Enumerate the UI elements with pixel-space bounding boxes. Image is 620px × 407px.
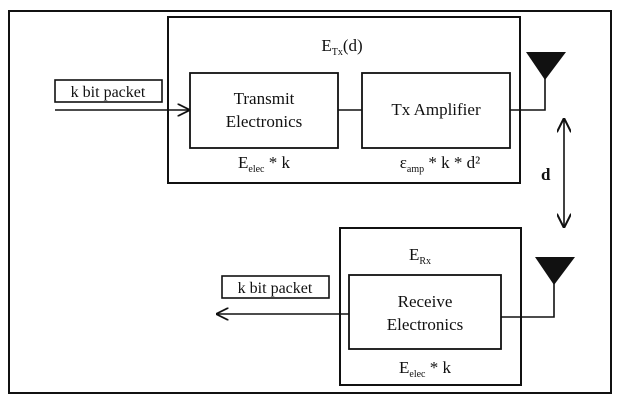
receive-electronics-box	[348, 274, 502, 350]
rx-antenna-icon	[535, 257, 575, 285]
tx-antenna-feed	[510, 78, 546, 111]
transmit-electronics-line2: Electronics	[226, 112, 302, 131]
distance-label: d	[541, 165, 551, 184]
tx-antenna-icon	[526, 52, 566, 80]
rx-output-packet-label: k bit packet	[238, 280, 313, 297]
tx-amp-cost-label: εamp * k * d²	[400, 153, 480, 175]
tx-amplifier-label: Tx Amplifier	[391, 100, 481, 119]
transmit-electronics-box	[189, 72, 339, 149]
receiver-box	[339, 227, 522, 386]
rx-antenna-feed	[501, 283, 555, 318]
rx-output-packet-box	[221, 275, 330, 299]
tx-input-packet-label: k bit packet	[71, 84, 146, 101]
transmit-electronics-line1: Transmit	[234, 89, 295, 108]
receive-electronics-line1: Receive	[398, 292, 453, 311]
rx-elec-cost-label: Eelec * k	[399, 358, 451, 380]
receive-electronics-line2: Electronics	[387, 315, 463, 334]
transmitter-box	[167, 16, 521, 184]
tx-elec-cost-label: Eelec * k	[238, 153, 290, 175]
transmitter-energy-label: ETx(d)	[321, 36, 362, 58]
receiver-energy-label: ERx	[409, 245, 431, 267]
tx-input-packet-box	[54, 79, 163, 103]
outer-frame	[8, 10, 612, 394]
